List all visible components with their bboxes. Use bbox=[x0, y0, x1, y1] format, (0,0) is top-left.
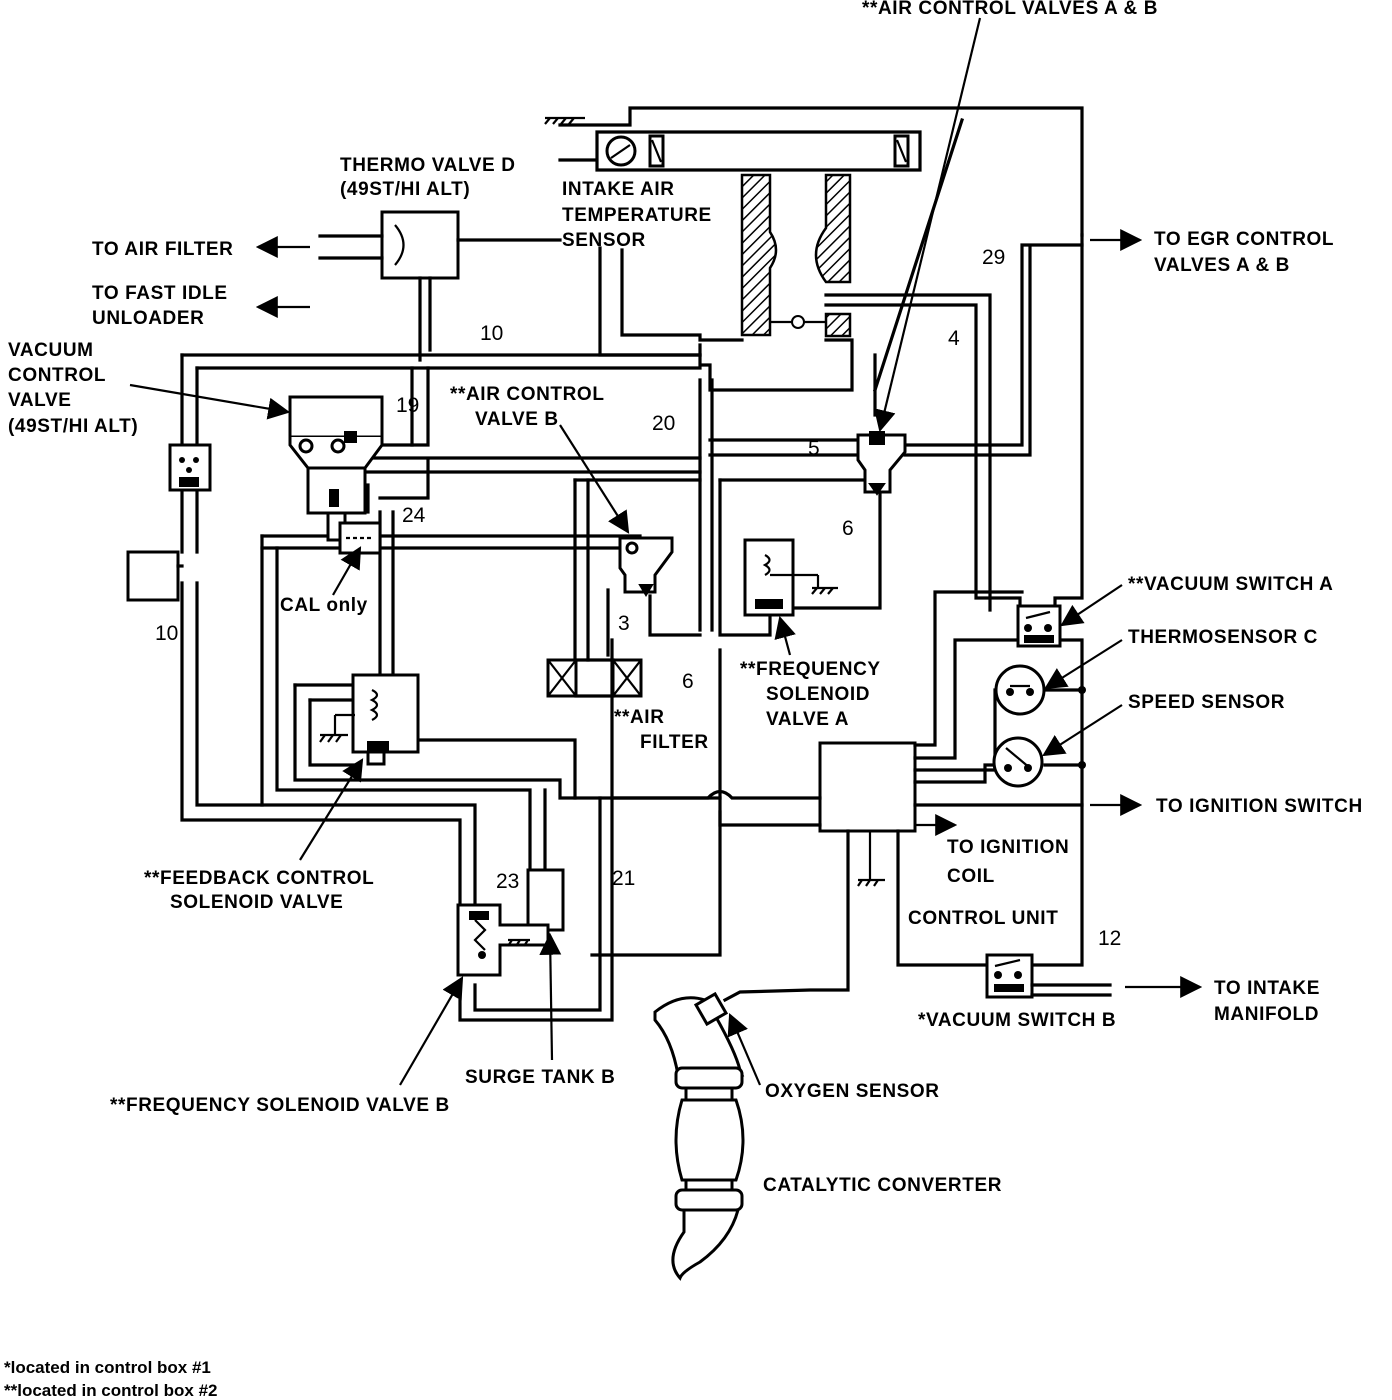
surge-tank-pointer bbox=[539, 932, 562, 1061]
label-vacuum: VACUUM bbox=[8, 340, 94, 361]
label-unloader: UNLOADER bbox=[92, 308, 204, 329]
hose-number: 4 bbox=[948, 327, 960, 350]
air-control-valves-pointer bbox=[873, 17, 982, 433]
hose-number: 10 bbox=[480, 322, 503, 345]
label-thermo-valve-d-sub: (49ST/HI ALT) bbox=[340, 179, 470, 200]
label-to-fast-idle: TO FAST IDLE bbox=[92, 283, 228, 304]
label-air-control-valves-ab: **AIR CONTROL VALVES A & B bbox=[862, 0, 1158, 19]
label-egr-valves: VALVES A & B bbox=[1154, 255, 1290, 276]
vacuum-switch-b bbox=[985, 953, 1112, 999]
hose-number: 12 bbox=[1098, 927, 1121, 950]
label-control: CONTROL bbox=[8, 365, 106, 386]
footnote-single: *located in control box #1 bbox=[4, 1358, 211, 1377]
label-to-ignition: TO IGNITION bbox=[947, 837, 1069, 858]
freq-sol-b-pointer bbox=[399, 976, 464, 1086]
label-freq-sol-b: **FREQUENCY SOLENOID VALVE B bbox=[110, 1095, 450, 1116]
label-to-intake: TO INTAKE bbox=[1214, 978, 1320, 999]
vacuum-switch-a bbox=[1016, 604, 1062, 648]
hose-number: 3 bbox=[618, 612, 630, 635]
label-air: **AIR bbox=[614, 707, 665, 728]
vacuum-control-pointer bbox=[129, 383, 291, 420]
oxygen-sensor bbox=[727, 1012, 762, 1086]
hose-number: 23 bbox=[496, 870, 519, 893]
label-temperature: TEMPERATURE bbox=[562, 205, 712, 226]
label-to-air-filter: TO AIR FILTER bbox=[92, 239, 234, 260]
air-filter bbox=[546, 658, 643, 698]
label-oxygen-sensor: OXYGEN SENSOR bbox=[765, 1081, 940, 1102]
label-manifold: MANIFOLD bbox=[1214, 1004, 1319, 1025]
hose-number: 19 bbox=[396, 394, 419, 417]
label-sensor: SENSOR bbox=[562, 230, 646, 251]
feedback-control-solenoid-valve bbox=[319, 673, 420, 766]
label-thermo-valve-d: THERMO VALVE D bbox=[340, 155, 516, 176]
label-surge-tank-b: SURGE TANK B bbox=[465, 1067, 615, 1088]
hose-numbers: 29 10 4 19 20 5 24 6 10 3 6 23 21 12 bbox=[155, 246, 1121, 950]
hose-number: 20 bbox=[652, 412, 675, 435]
cal-only-pointer bbox=[332, 546, 362, 596]
footnotes: *located in control box #1 **located in … bbox=[4, 1358, 218, 1400]
hose-number: 21 bbox=[612, 867, 635, 890]
left-check-valve bbox=[168, 443, 212, 492]
labels: **AIR CONTROL VALVES A & B THERMO VALVE … bbox=[8, 0, 1363, 1196]
exhaust-pipe bbox=[653, 991, 745, 1281]
label-solenoid: SOLENOID bbox=[766, 684, 870, 705]
thermosensor-c bbox=[994, 664, 1086, 716]
label-freq-sol-a: **FREQUENCY bbox=[740, 659, 881, 680]
label-to-egr: TO EGR CONTROL bbox=[1154, 229, 1334, 250]
carburetor-body bbox=[598, 173, 854, 392]
label-feedback: **FEEDBACK CONTROL bbox=[144, 868, 374, 889]
label-valve: VALVE bbox=[8, 390, 72, 411]
label-feedback-sub: SOLENOID VALVE bbox=[170, 892, 343, 913]
hose-number: 5 bbox=[808, 437, 820, 460]
speed-sensor-pointer bbox=[1042, 704, 1123, 757]
frequency-solenoid-valve-a bbox=[743, 538, 838, 617]
label-cal-only: CAL only bbox=[280, 595, 368, 616]
label-filter: FILTER bbox=[640, 732, 709, 753]
label-valve-a: VALVE A bbox=[766, 709, 849, 730]
left-surge-tank bbox=[126, 550, 180, 602]
intake-air-temperature-sensor bbox=[544, 106, 1084, 237]
hose-number: 6 bbox=[682, 670, 694, 693]
air-control-valve-a bbox=[856, 431, 907, 496]
freq-sol-a-pointer bbox=[774, 615, 796, 656]
label-speed-sensor: SPEED SENSOR bbox=[1128, 692, 1285, 713]
label-coil: COIL bbox=[947, 866, 995, 887]
label-vacuum-control-sub: (49ST/HI ALT) bbox=[8, 416, 138, 437]
speed-sensor bbox=[992, 736, 1086, 788]
surge-tank-b bbox=[526, 868, 565, 932]
hose-number: 6 bbox=[842, 517, 854, 540]
hose-number: 29 bbox=[982, 246, 1005, 269]
air-control-b-pointer bbox=[559, 424, 630, 534]
control-unit bbox=[610, 590, 1084, 1003]
label-thermosensor-c: THERMOSENSOR C bbox=[1128, 627, 1318, 648]
thermo-valve-d bbox=[318, 210, 562, 362]
label-vacuum-switch-b: *VACUUM SWITCH B bbox=[918, 1010, 1116, 1031]
footnote-double: **located in control box #2 bbox=[4, 1381, 218, 1400]
vacuum-switch-a-pointer bbox=[1060, 584, 1123, 627]
label-intake-air: INTAKE AIR bbox=[562, 179, 675, 200]
label-air-control-b: **AIR CONTROL bbox=[450, 384, 605, 405]
label-to-ignition-switch: TO IGNITION SWITCH bbox=[1156, 796, 1363, 817]
thermosensor-pointer bbox=[1044, 639, 1123, 690]
label-catalytic-converter: CATALYTIC CONVERTER bbox=[763, 1175, 1002, 1196]
air-control-valve-b bbox=[618, 536, 674, 597]
hose-number: 10 bbox=[155, 622, 178, 645]
label-control-unit: CONTROL UNIT bbox=[908, 908, 1058, 929]
hose-number: 24 bbox=[402, 504, 426, 527]
feedback-pointer bbox=[299, 758, 364, 861]
label-vacuum-switch-a: **VACUUM SWITCH A bbox=[1128, 574, 1333, 595]
label-valve-b: VALVE B bbox=[475, 409, 559, 430]
vacuum-control-valve bbox=[288, 395, 384, 542]
